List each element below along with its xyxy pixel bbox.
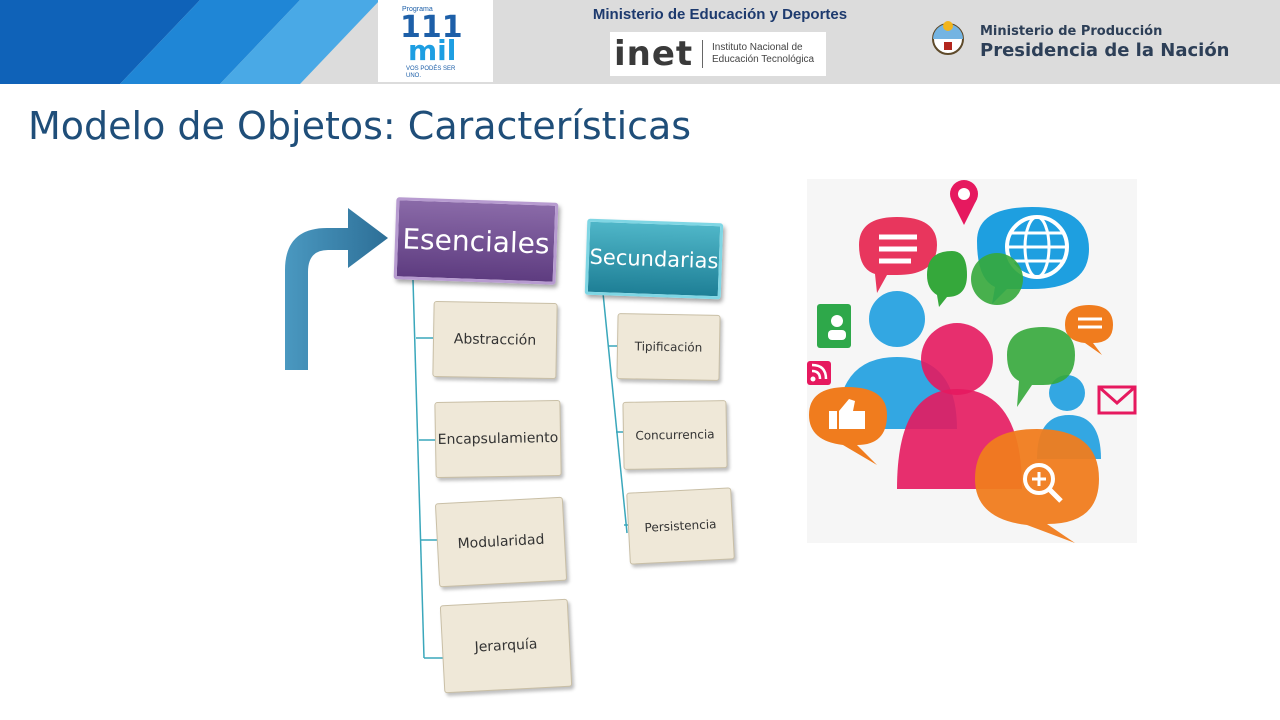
presidencia-label: Presidencia de la Nación: [980, 40, 1230, 61]
speech-bubble-icon: [859, 217, 937, 293]
mail-icon: [1097, 385, 1137, 415]
esenciales-item-modularidad: Modularidad: [434, 496, 568, 588]
esenciales-item-abstraccion: Abstracción: [432, 300, 558, 380]
ministerio-educacion-label: Ministerio de Educación y Deportes: [592, 6, 848, 23]
esenciales-item-encapsulamiento: Encapsulamiento: [434, 399, 562, 479]
national-shield-icon: [932, 21, 964, 55]
thumbs-up-icon: [809, 387, 887, 465]
esenciales-header: Esenciales: [393, 197, 559, 285]
esenciales-item-jerarquia: Jerarquía: [439, 598, 573, 694]
secundarias-item-persistencia: Persistencia: [626, 487, 735, 565]
zoom-icon: [975, 429, 1099, 543]
social-network-illustration: [807, 179, 1137, 543]
slide-title: Modelo de Objetos: Características: [28, 104, 692, 148]
secundarias-header: Secundarias: [584, 218, 724, 300]
programa-111mil-logo: Programa 111 mil VOS PODÉS SER UNO.: [378, 0, 493, 82]
contact-book-icon: [817, 304, 851, 348]
secundarias-item-concurrencia: Concurrencia: [622, 400, 728, 470]
secundarias-item-tipificacion: Tipificación: [616, 313, 721, 381]
bent-arrow: [285, 208, 388, 370]
ministerio-produccion-label: Ministerio de Producción: [980, 24, 1163, 39]
rss-icon: [807, 361, 831, 385]
header-banner: Programa 111 mil VOS PODÉS SER UNO. Mini…: [0, 0, 1280, 84]
location-pin-icon: [950, 180, 978, 225]
header-blue-stripes: [0, 0, 380, 84]
